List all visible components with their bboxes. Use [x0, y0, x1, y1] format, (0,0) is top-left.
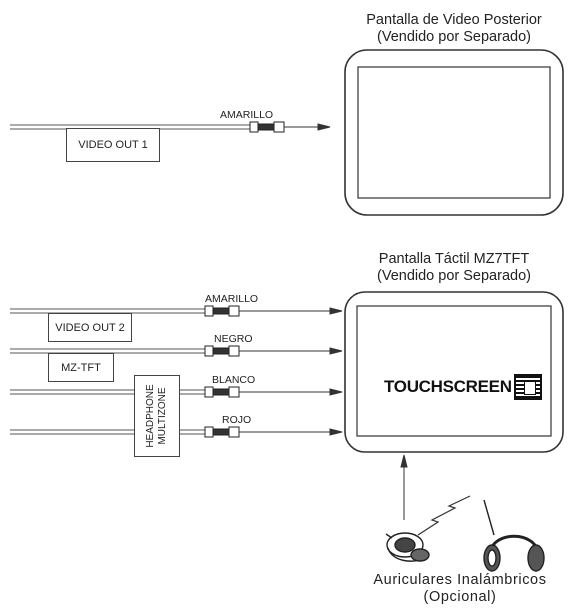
wire-label-top: AMARILLO	[220, 109, 274, 121]
mz-tft-box: MZ-TFT	[48, 353, 114, 382]
wires	[10, 124, 250, 435]
touchscreen-logo-text: TOUCHSCREEN	[384, 377, 512, 396]
rear-screen-title: Pantalla de Video Posterior (Vendido por…	[354, 12, 554, 46]
rca-connectors	[204, 121, 285, 438]
rear-screen	[344, 49, 564, 216]
headphone-multizone-label: HEADPHONE MULTIZONE	[145, 384, 169, 447]
video-out-1-box: VIDEO OUT 1	[66, 128, 160, 162]
rear-screen-title-line1: Pantalla de Video Posterior	[366, 12, 542, 28]
wire-label-2: NEGRO	[214, 333, 253, 345]
video-out-2-box: VIDEO OUT 2	[48, 313, 132, 342]
wire-label-3: BLANCO	[212, 374, 256, 386]
wireless-signal	[417, 495, 471, 536]
wire-label-4: ROJO	[222, 414, 252, 426]
touch-screen-title-line2: (Vendido por Separado)	[377, 268, 531, 284]
headphone-left-icon	[385, 532, 430, 562]
touchscreen-logo: TOUCHSCREEN	[384, 374, 542, 400]
rear-screen-title-line2: (Vendido por Separado)	[377, 29, 531, 45]
touch-screen-title: Pantalla Táctil MZ7TFT (Vendido por Sepa…	[354, 251, 554, 285]
headphone-right-icon	[483, 499, 545, 572]
touch-hand-icon	[513, 374, 542, 400]
headphone-label-line2: MULTIZONE	[157, 387, 168, 445]
headphone-label-line1: HEADPHONE	[145, 384, 156, 448]
touch-screen	[344, 291, 564, 453]
arrows	[239, 123, 408, 520]
touch-screen-title-line1: Pantalla Táctil MZ7TFT	[378, 251, 530, 267]
headphones-caption-line1: Auriculares Inalámbricos	[373, 572, 547, 588]
headphone-multizone-box: HEADPHONE MULTIZONE	[134, 375, 180, 457]
headphones-caption-line2: (Opcional)	[423, 589, 497, 605]
wire-label-1: AMARILLO	[205, 293, 259, 305]
headphones-caption: Auriculares Inalámbricos (Opcional)	[346, 572, 574, 606]
